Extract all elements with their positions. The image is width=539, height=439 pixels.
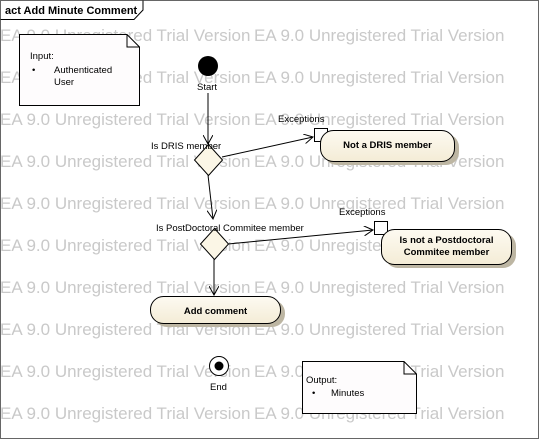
watermark-text: EA 9.0 Unregistered Trial Version	[0, 236, 250, 255]
exception2-label: Exceptions	[339, 207, 386, 218]
activity-not-dris-member[interactable]: Not a DRIS member	[320, 130, 460, 166]
activity-box	[320, 130, 455, 162]
watermark-text: EA 9.0 Unregistered Trial Version	[254, 278, 504, 297]
output-note-title: Output:	[306, 375, 337, 386]
activity-box	[150, 296, 281, 324]
decision-is-postdoc-member[interactable]	[199, 227, 230, 261]
decision1-label: Is DRIS member	[151, 141, 221, 152]
end-node[interactable]	[209, 356, 229, 376]
activity-add-comment-label: Add comment	[184, 306, 248, 317]
end-label: End	[210, 382, 227, 393]
watermark-text: EA 9.0 Unregistered Trial Version	[0, 278, 250, 297]
flow-decision1-to-decision2[interactable]	[208, 174, 213, 219]
input-note-line2: User	[54, 77, 74, 88]
decision2-label: Is PostDoctoral Commitee member	[156, 223, 304, 234]
start-label: Start	[197, 82, 217, 93]
activity-not-postdoc-line2: Commitee member	[404, 247, 490, 258]
activity-not-postdoc-member[interactable]: Is not a Postdoctoral Commitee member	[381, 229, 517, 269]
input-note-title: Input:	[30, 51, 54, 62]
end-node-dot	[214, 361, 224, 371]
activity-not-dris-label: Not a DRIS member	[343, 140, 432, 151]
note-fold	[126, 34, 140, 48]
flow-decision1-to-exception1[interactable]	[221, 137, 313, 158]
output-note-line1: Minutes	[331, 388, 365, 399]
exception1-label: Exceptions	[278, 114, 325, 125]
watermark-text: EA 9.0 Unregistered Trial Version	[254, 320, 504, 339]
watermark-text: EA 9.0 Unregistered Trial Version	[0, 110, 250, 129]
decision-is-dris-member[interactable]	[193, 143, 224, 177]
start-node[interactable]	[198, 56, 218, 76]
activity-add-comment[interactable]: Add comment	[150, 296, 286, 328]
watermark-text: EA 9.0 Unregistered Trial Version	[0, 362, 250, 381]
watermark-text: EA 9.0 Unregistered Trial Version	[254, 26, 504, 45]
watermark-text: EA 9.0 Unregistered Trial Version	[254, 68, 504, 87]
watermark-text: EA 9.0 Unregistered Trial Version	[254, 110, 504, 129]
exception2-pin[interactable]	[374, 221, 388, 235]
output-note[interactable]: Output: • Minutes	[302, 361, 417, 414]
frame-title: act Add Minute Comment	[5, 5, 138, 17]
output-note-bullet: •	[312, 388, 315, 399]
flow-decision2-to-exception2[interactable]	[227, 230, 373, 245]
watermark-text: EA 9.0 Unregistered Trial Version	[0, 194, 250, 213]
watermark-text: EA 9.0 Unregistered Trial Version	[0, 152, 250, 171]
activity-box	[381, 229, 512, 265]
input-note[interactable]: Input: • Authenticated User	[19, 34, 140, 106]
note-shape	[19, 34, 140, 106]
activity-not-postdoc-line1: Is not a Postdoctoral	[400, 235, 494, 246]
watermark-text: EA 9.0 Unregistered Trial Version	[254, 194, 504, 213]
note-fold	[403, 361, 417, 375]
input-note-bullet: •	[32, 65, 35, 76]
note-shape	[302, 361, 417, 414]
watermark-text: EA 9.0 Unregistered Trial Version	[0, 404, 250, 423]
input-note-line1: Authenticated	[54, 65, 112, 76]
frame-tab	[0, 0, 144, 20]
